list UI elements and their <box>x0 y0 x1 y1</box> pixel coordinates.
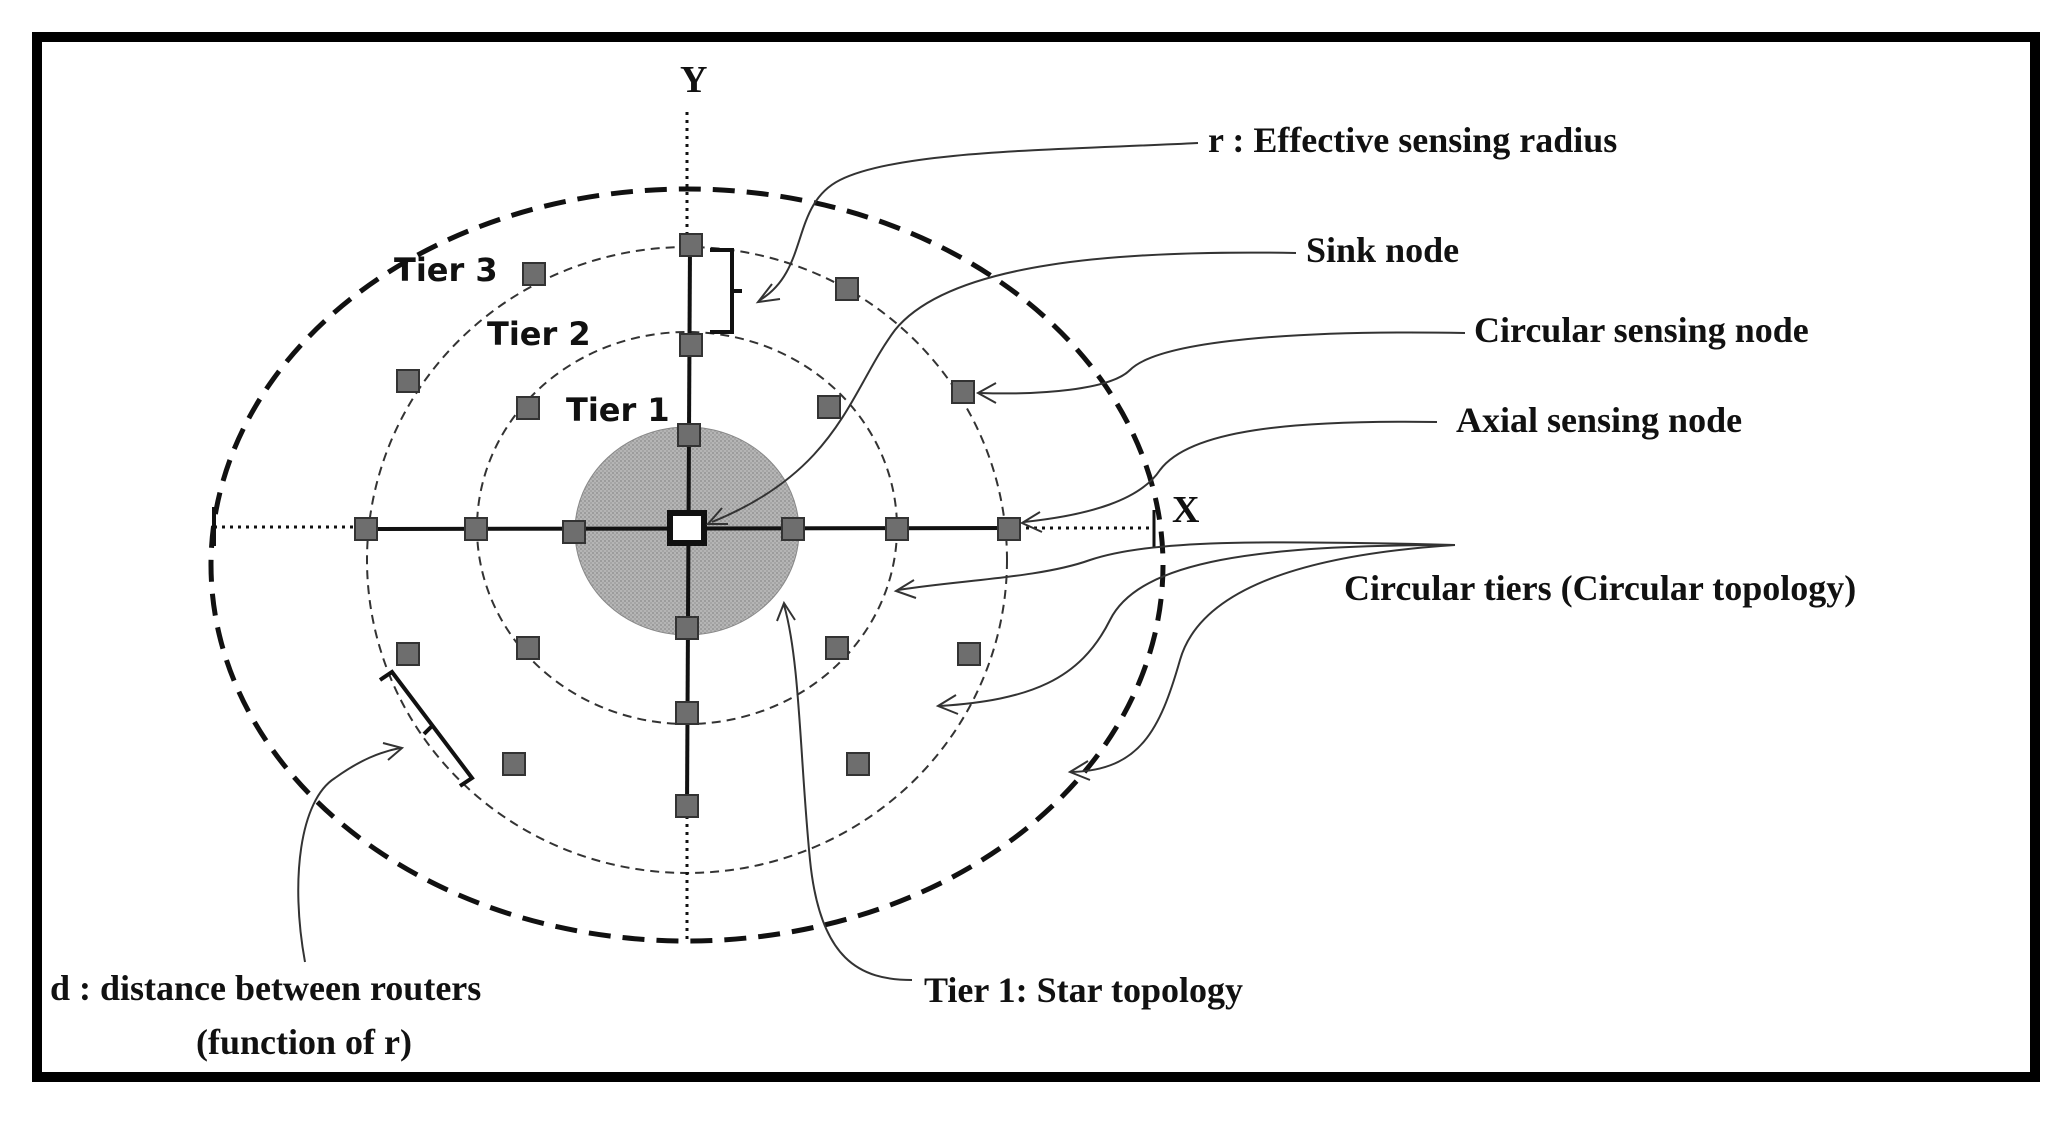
distance-callout-label-line1: d : distance between routers <box>50 968 481 1008</box>
axial-nodes <box>354 233 1021 818</box>
axial-node <box>679 333 703 357</box>
tier-1-label: Tier 1 <box>566 391 670 429</box>
axial-node <box>675 616 699 640</box>
axial-node <box>675 794 699 818</box>
y-axis-label: Y <box>680 59 707 101</box>
axial-node <box>781 517 805 541</box>
sink-node <box>667 510 707 546</box>
circular-node <box>825 636 849 660</box>
circular-node <box>516 636 540 660</box>
tiers-arrowhead-2 <box>935 694 959 715</box>
axial-node <box>354 517 378 541</box>
radius-arrowhead <box>755 283 781 304</box>
tiers-leader-2 <box>939 544 1456 707</box>
circular-nodes <box>396 262 981 776</box>
x-axis-label: X <box>1172 489 1199 531</box>
radius-leader <box>759 142 1199 301</box>
axial-node <box>677 423 701 447</box>
sink-leader <box>711 251 1297 523</box>
sink-callout-label: Sink node <box>1306 230 1459 270</box>
circular-node <box>957 642 981 666</box>
tiers-arrowhead-3 <box>1067 760 1091 781</box>
star-callout-label: Tier 1: Star topology <box>924 970 1243 1010</box>
circular-node-callout-label: Circular sensing node <box>1474 310 1809 350</box>
axial-node <box>675 701 699 725</box>
distance-callout-label-line2: (function of r) <box>196 1022 412 1062</box>
circular-tiers-callout-label: Circular tiers (Circular topology) <box>1344 568 1856 608</box>
circular-node <box>502 752 526 776</box>
axial-node-leader <box>1023 420 1438 523</box>
star-arrowhead <box>776 600 796 622</box>
axial-node <box>464 517 488 541</box>
circular-node <box>396 369 420 393</box>
tier-2-label: Tier 2 <box>487 315 591 353</box>
tiers-leader-1 <box>897 541 1456 591</box>
distance-arrowhead <box>382 742 405 761</box>
circular-node <box>516 396 540 420</box>
sink-arrowhead <box>705 507 728 525</box>
axial-node <box>679 233 703 257</box>
circular-node <box>817 395 841 419</box>
axial-node <box>997 517 1021 541</box>
circular-node <box>951 380 975 404</box>
star-leader <box>783 604 913 981</box>
circular-node <box>522 262 546 286</box>
circular-node <box>835 277 859 301</box>
radius-callout-label: r : Effective sensing radius <box>1208 120 1617 160</box>
tiers-leader-3 <box>1071 544 1456 773</box>
radius-bracket <box>710 248 742 334</box>
circular-node <box>846 752 870 776</box>
distance-bracket <box>378 669 475 788</box>
axial-node <box>562 520 586 544</box>
axial-node <box>885 517 909 541</box>
circular-node-arrowhead <box>975 382 997 404</box>
tier-3-circle <box>208 186 1166 944</box>
distance-leader <box>297 747 401 963</box>
axial-node-arrowhead <box>1019 511 1043 533</box>
circular-node <box>396 642 420 666</box>
tiers-arrowhead-1 <box>893 579 917 599</box>
circular-node-leader <box>979 331 1466 395</box>
tier-3-label: Tier 3 <box>394 251 498 289</box>
axial-node-callout-label: Axial sensing node <box>1456 400 1742 440</box>
